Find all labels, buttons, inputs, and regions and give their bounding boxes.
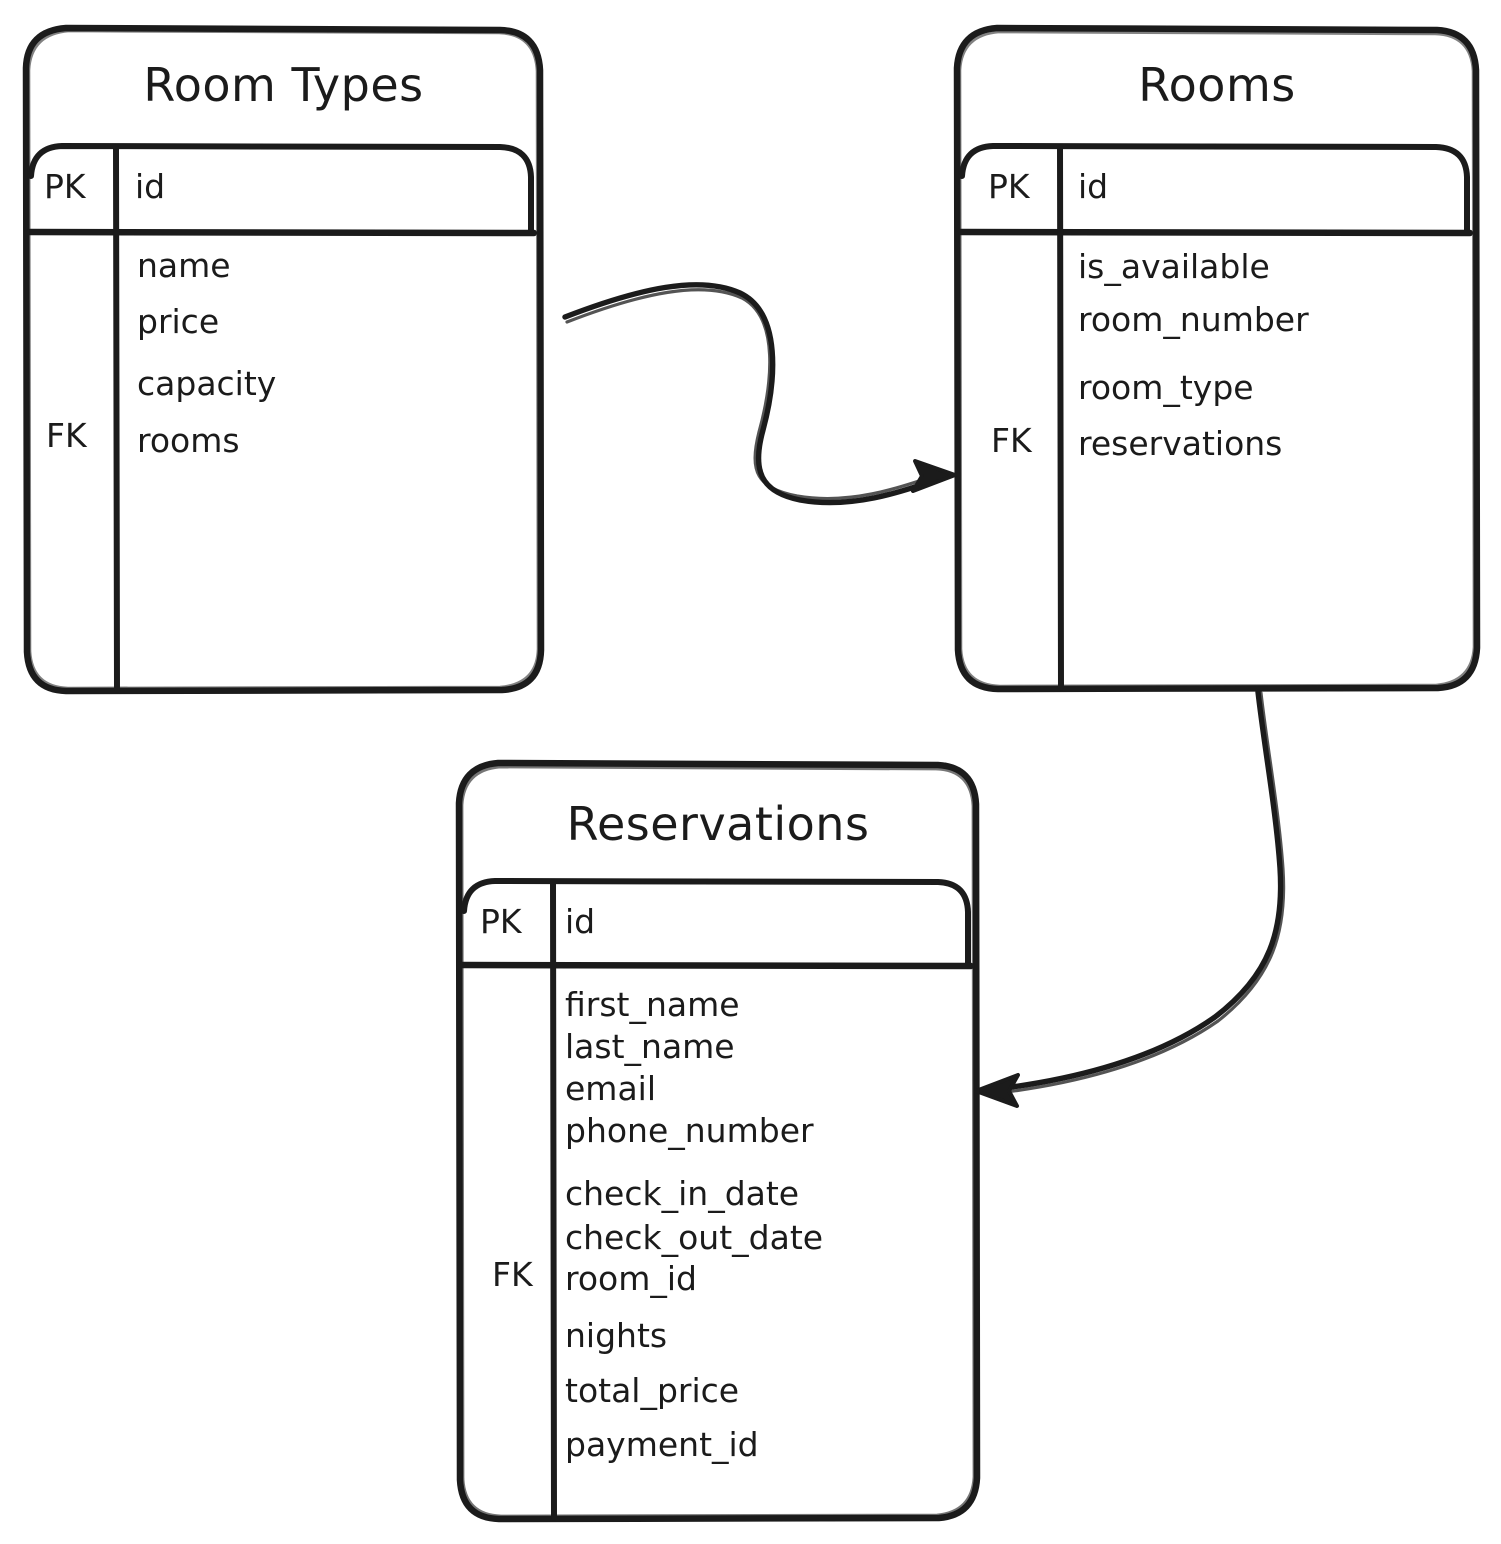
reservations-field-0: first_name	[565, 985, 740, 1024]
connector-rooms-to-reservations	[974, 689, 1286, 1108]
reservations-field-3: phone_number	[565, 1111, 814, 1150]
room-types-outer-box	[22, 24, 545, 695]
reservations-field-1: last_name	[565, 1027, 735, 1066]
room-types-inner-table	[26, 143, 538, 693]
reservations-field-8: total_price	[565, 1371, 740, 1410]
rooms-field-3: reservations	[1078, 424, 1283, 463]
rooms-fk-label: FK	[991, 421, 1032, 460]
reservations-field-4: check_in_date	[565, 1174, 800, 1213]
reservations-pk-label: PK	[480, 902, 522, 941]
reservations-fk-label: FK	[492, 1255, 533, 1294]
reservations-pk-field: id	[565, 902, 596, 941]
room-types-pk-field: id	[135, 167, 166, 206]
rooms-title: Rooms	[1138, 58, 1296, 112]
rooms-field-1: room_number	[1078, 300, 1309, 339]
room-types-pk-label: PK	[44, 167, 86, 206]
room-types-fk-label: FK	[46, 416, 87, 455]
room-types-field-1: price	[137, 302, 220, 341]
reservations-title: Reservations	[566, 797, 870, 851]
reservations-field-9: payment_id	[565, 1425, 759, 1464]
room-types-field-0: name	[137, 246, 231, 285]
connector-room-types-to-rooms	[562, 282, 957, 506]
rooms-field-0: is_available	[1078, 247, 1270, 286]
rooms-pk-label: PK	[988, 167, 1030, 206]
rooms-inner-table	[957, 143, 1474, 691]
reservations-field-5: check_out_date	[565, 1218, 824, 1257]
reservations-field-6: room_id	[565, 1259, 697, 1298]
reservations-field-7: nights	[565, 1316, 668, 1355]
room-types-field-2: capacity	[137, 364, 277, 403]
rooms-pk-field: id	[1078, 167, 1109, 206]
rooms-outer-box	[953, 24, 1481, 693]
room-types-field-3: rooms	[137, 421, 240, 460]
rooms-field-2: room_type	[1078, 368, 1254, 407]
reservations-field-2: email	[565, 1069, 657, 1108]
room-types-title: Room Types	[143, 58, 424, 112]
